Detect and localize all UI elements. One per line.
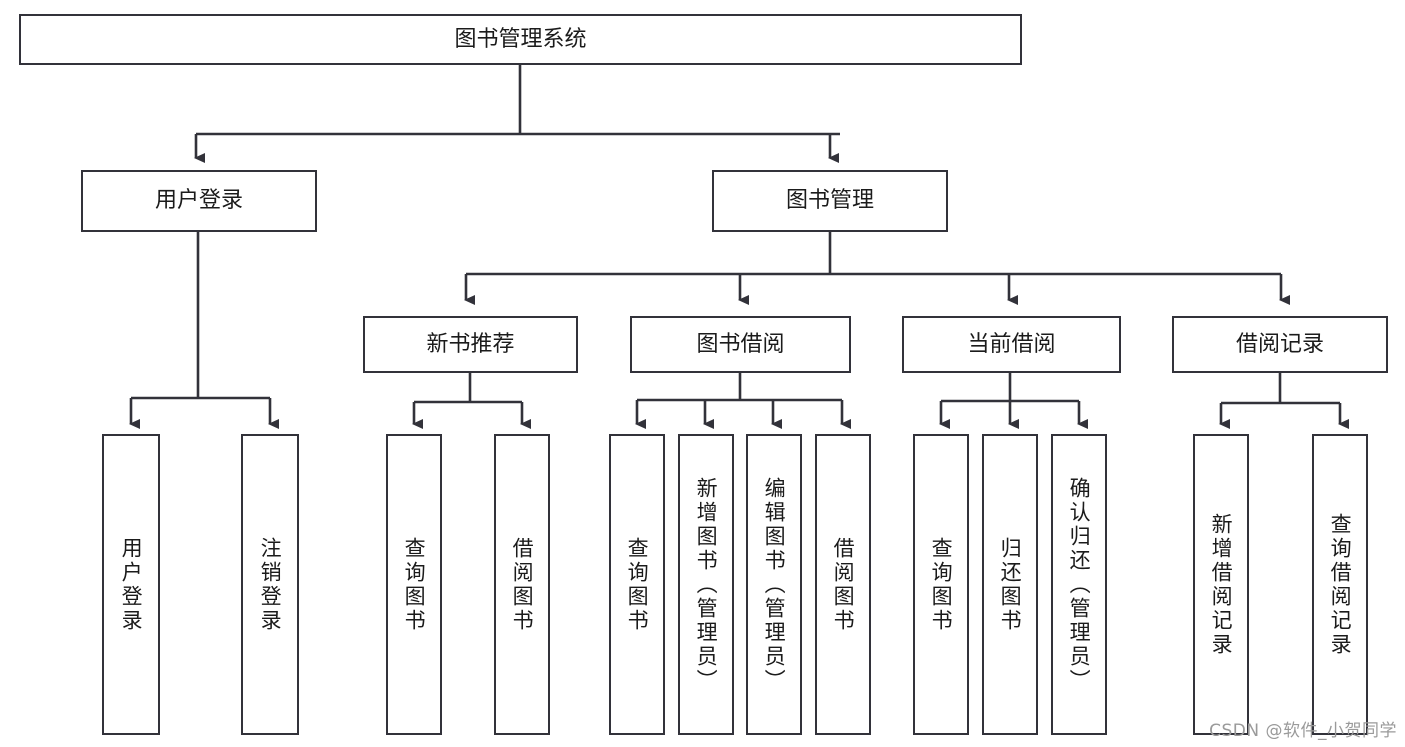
node-new-book-recommend[interactable]: 新书推荐: [363, 316, 578, 373]
node-user-login[interactable]: 用户登录: [81, 170, 317, 232]
node-leaf-query-book-3[interactable]: 查询图书: [913, 434, 969, 735]
node-leaf-return-book[interactable]: 归还图书: [982, 434, 1038, 735]
node-leaf-query-record[interactable]: 查询借阅记录: [1312, 434, 1368, 735]
node-book-borrow[interactable]: 图书借阅: [630, 316, 851, 373]
node-leaf-add-book[interactable]: 新增图书（管理员）: [678, 434, 734, 735]
node-leaf-user-login[interactable]: 用户登录: [102, 434, 160, 735]
node-leaf-edit-book-label: 编辑图书（管理员）: [762, 476, 787, 693]
node-current-borrow-label: 当前借阅: [967, 331, 1056, 357]
node-leaf-add-record-label: 新增借阅记录: [1209, 512, 1234, 657]
node-leaf-confirm-return-label: 确认归还（管理员）: [1067, 476, 1092, 693]
node-root-label: 图书管理系统: [454, 26, 587, 52]
watermark: CSDN @软件_小贺同学: [1209, 721, 1397, 741]
node-leaf-user-logout-label: 注销登录: [258, 536, 283, 633]
node-leaf-edit-book[interactable]: 编辑图书（管理员）: [746, 434, 802, 735]
node-user-login-label: 用户登录: [154, 188, 243, 214]
node-leaf-query-book-2-label: 查询图书: [625, 536, 650, 633]
node-new-book-recommend-label: 新书推荐: [426, 331, 515, 357]
node-leaf-borrow-book-1-label: 借阅图书: [510, 536, 535, 633]
node-leaf-borrow-book-1[interactable]: 借阅图书: [494, 434, 550, 735]
node-leaf-user-login-label: 用户登录: [119, 536, 144, 633]
node-root[interactable]: 图书管理系统: [19, 14, 1022, 65]
node-leaf-add-book-label: 新增图书（管理员）: [694, 476, 719, 693]
node-book-manage[interactable]: 图书管理: [712, 170, 948, 232]
node-leaf-query-book-2[interactable]: 查询图书: [609, 434, 665, 735]
node-leaf-query-book-1[interactable]: 查询图书: [386, 434, 442, 735]
node-book-borrow-label: 图书借阅: [696, 331, 785, 357]
node-leaf-query-record-label: 查询借阅记录: [1328, 512, 1353, 657]
node-current-borrow[interactable]: 当前借阅: [902, 316, 1121, 373]
node-leaf-return-book-label: 归还图书: [998, 536, 1023, 633]
node-leaf-query-book-1-label: 查询图书: [402, 536, 427, 633]
node-leaf-query-book-3-label: 查询图书: [929, 536, 954, 633]
node-leaf-confirm-return[interactable]: 确认归还（管理员）: [1051, 434, 1107, 735]
node-leaf-borrow-book-2[interactable]: 借阅图书: [815, 434, 871, 735]
node-borrow-record-label: 借阅记录: [1235, 331, 1324, 357]
node-leaf-add-record[interactable]: 新增借阅记录: [1193, 434, 1249, 735]
node-book-manage-label: 图书管理: [785, 188, 874, 214]
node-leaf-user-logout[interactable]: 注销登录: [241, 434, 299, 735]
node-borrow-record[interactable]: 借阅记录: [1172, 316, 1388, 373]
node-leaf-borrow-book-2-label: 借阅图书: [831, 536, 856, 633]
